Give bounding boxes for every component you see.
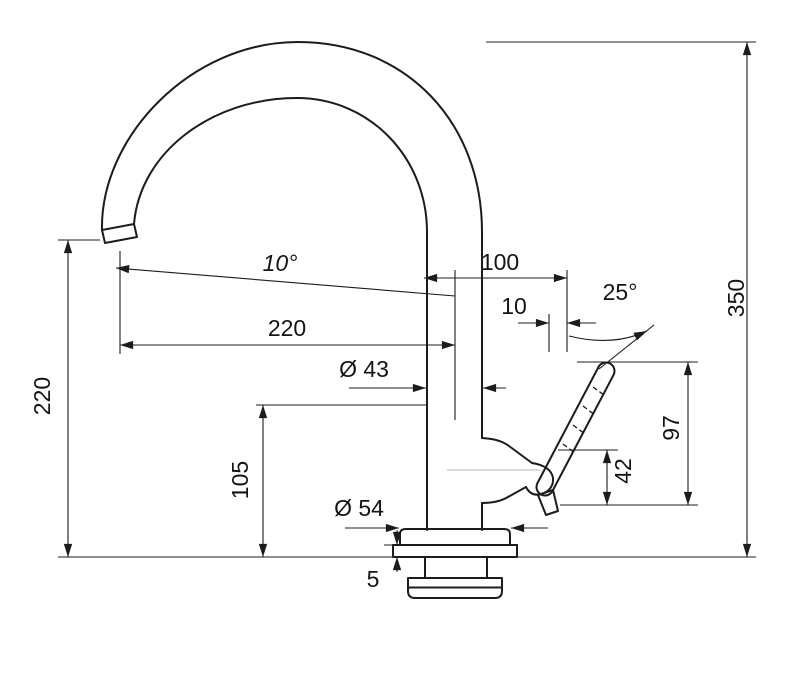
dimension-dia43: Ø 43 — [339, 356, 506, 393]
dimension-10deg: 10° — [115, 250, 456, 297]
spout-outer-edge — [100, 41, 483, 439]
angle-arc — [568, 330, 648, 342]
under-counter-stem — [424, 557, 488, 579]
dim-label-350: 350 — [723, 279, 749, 317]
dimension-5: 5 — [367, 530, 402, 592]
dim-label-25deg: 25° — [603, 279, 638, 305]
handle-tail — [537, 489, 559, 516]
dim-label-97: 97 — [658, 415, 684, 441]
dim-label-100: 100 — [481, 249, 519, 275]
dim-label-42: 42 — [610, 458, 636, 484]
handle-mount-top — [481, 437, 533, 464]
dim-label-105: 105 — [227, 461, 253, 499]
handle-lever — [535, 361, 616, 497]
base-flange — [399, 528, 511, 546]
spout-tip-aerator — [101, 223, 138, 244]
dimension-dia54: Ø 54 — [334, 495, 548, 533]
dimension-97: 97 — [560, 361, 698, 506]
dim-label-220-horizontal: 220 — [268, 315, 306, 341]
handle-pivot-ball — [525, 462, 555, 496]
dim-label-5: 5 — [367, 566, 380, 592]
handle-mount-bottom — [481, 486, 527, 504]
reference-lines — [58, 270, 756, 558]
dimension-42: 42 — [558, 449, 636, 505]
dim-label-10deg: 10° — [263, 250, 298, 276]
dimension-25deg: 25° — [568, 279, 655, 370]
dimension-105: 105 — [227, 404, 426, 557]
mounting-nut — [407, 577, 503, 599]
dimension-350: 350 — [486, 41, 756, 557]
dim-label-10: 10 — [501, 293, 527, 319]
dim-label-220-vertical: 220 — [29, 377, 55, 415]
dimension-100: 100 — [424, 249, 567, 283]
dim-label-dia54: Ø 54 — [334, 495, 384, 521]
base-plate-sides — [392, 544, 518, 557]
dim-label-dia43: Ø 43 — [339, 356, 389, 382]
dimension-annotations: 350 220 220 10° 100 10 — [29, 41, 756, 592]
dimension-10: 10 — [501, 293, 596, 328]
dimension-220-vertical: 220 — [29, 239, 100, 557]
spout-inner-edge-and-body-left — [133, 97, 428, 531]
angle-line — [115, 264, 456, 297]
dimension-220-horizontal: 220 — [119, 251, 455, 354]
